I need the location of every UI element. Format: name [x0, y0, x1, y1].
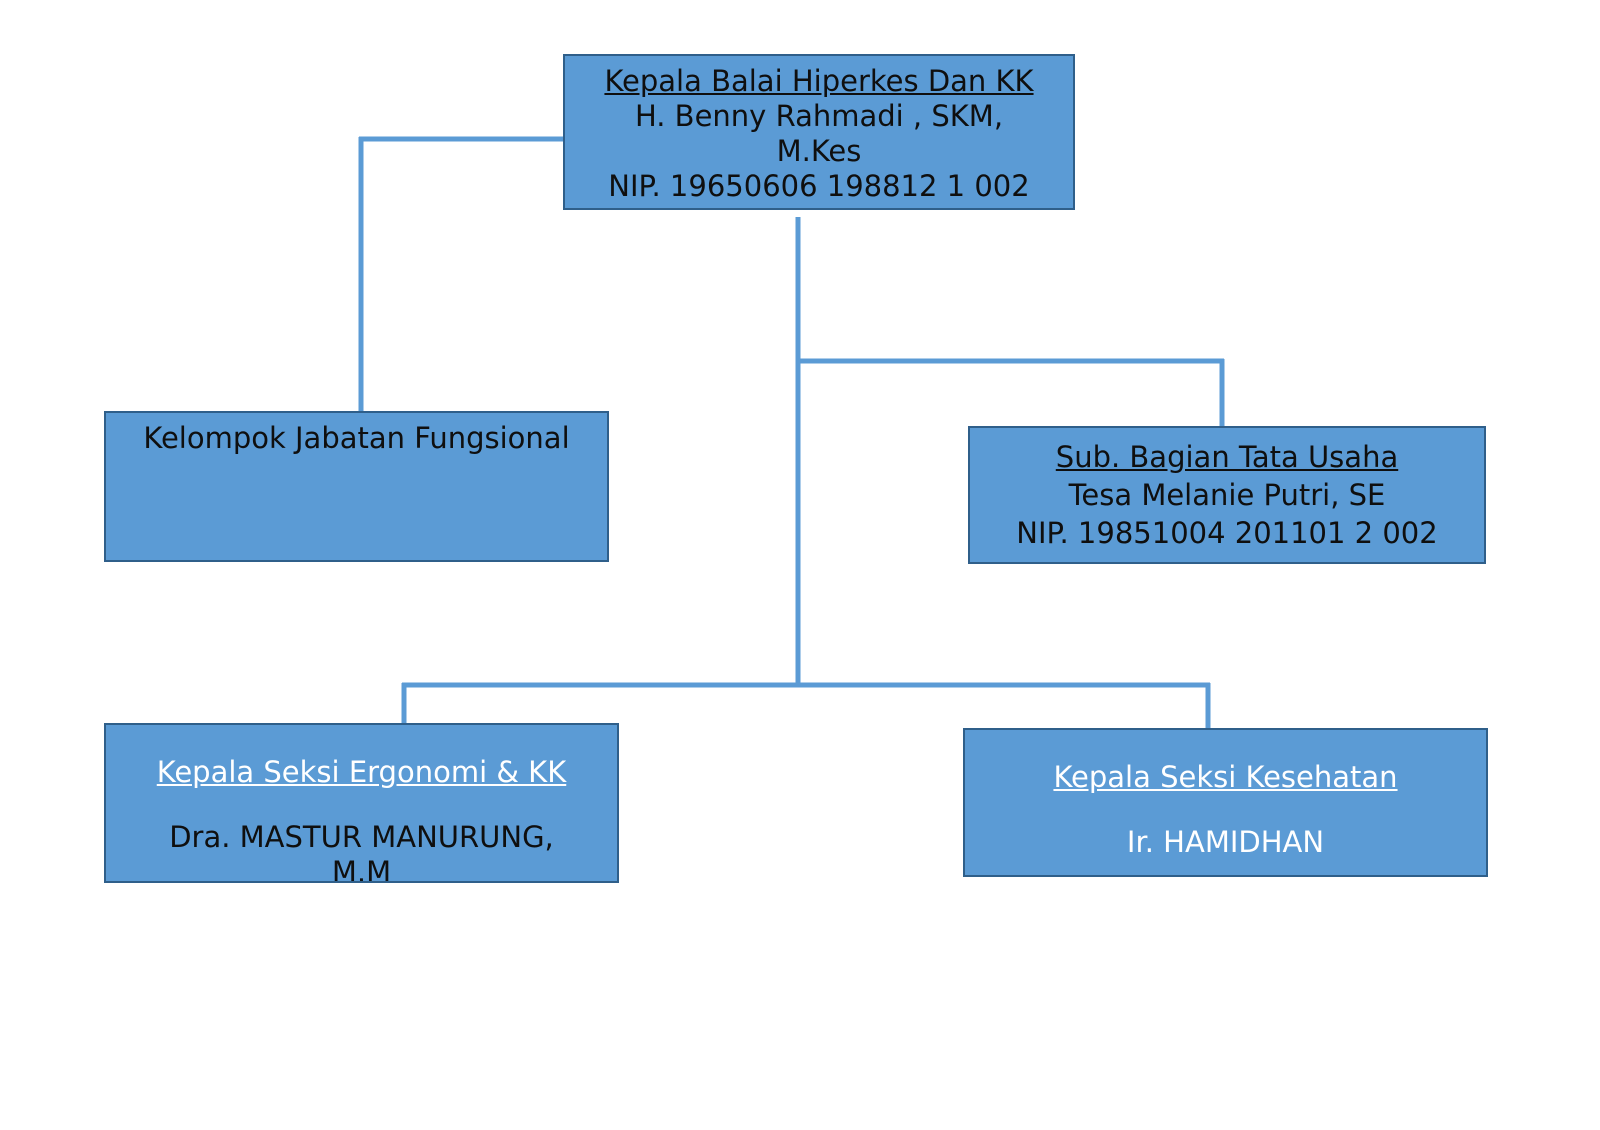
head-of-office-box: Kepala Balai Hiperkes Dan KK H. Benny Ra…	[563, 54, 1075, 210]
administration-title: Sub. Bagian Tata Usaha	[1055, 440, 1399, 474]
head-nip: NIP. 19650606 198812 1 002	[608, 169, 1030, 203]
administration-nip: NIP. 19851004 201101 2 002	[1016, 516, 1438, 550]
health-section-box: Kepala Seksi Kesehatan Ir. HAMIDHAN	[963, 728, 1488, 877]
administration-name: Tesa Melanie Putri, SE	[1068, 478, 1386, 512]
health-name: Ir. HAMIDHAN	[1126, 825, 1325, 859]
health-title: Kepala Seksi Kesehatan	[1053, 760, 1398, 794]
head-name-line1: H. Benny Rahmadi , SKM,	[634, 99, 1004, 133]
ergonomics-title: Kepala Seksi Ergonomi & KK	[156, 755, 567, 789]
ergonomics-name-continued: M.M	[331, 855, 392, 883]
administration-subsection-box: Sub. Bagian Tata Usaha Tesa Melanie Putr…	[968, 426, 1486, 564]
functional-group-box: Kelompok Jabatan Fungsional	[104, 411, 609, 562]
ergonomics-section-box: Kepala Seksi Ergonomi & KK Dra. MASTUR M…	[104, 723, 619, 883]
ergonomics-name: Dra. MASTUR MANURUNG,	[169, 820, 554, 854]
functional-group-title: Kelompok Jabatan Fungsional	[143, 421, 570, 455]
head-title: Kepala Balai Hiperkes Dan KK	[604, 64, 1034, 98]
head-name-line2: M.Kes	[776, 134, 862, 168]
